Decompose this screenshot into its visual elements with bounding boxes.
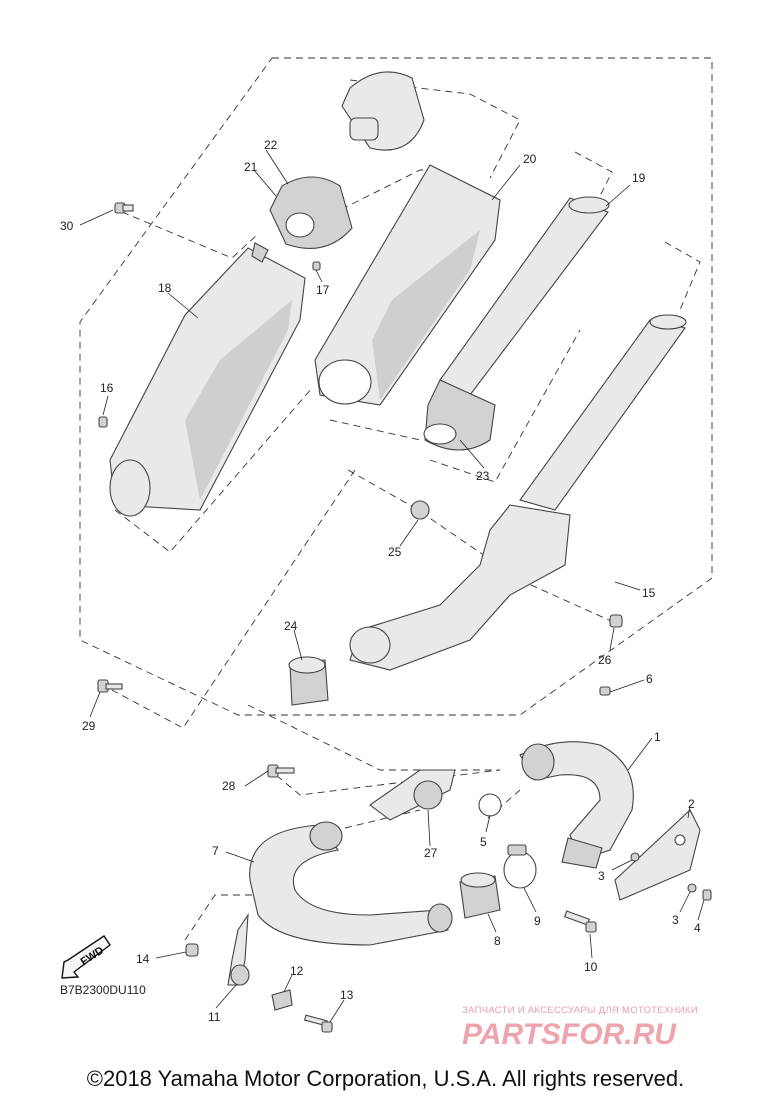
callout-17: 17 [316, 283, 330, 297]
clamp-9 [503, 844, 537, 889]
callout-30: 30 [60, 219, 74, 233]
sleeve-8 [459, 872, 501, 919]
copyright-notice: ©2018 Yamaha Motor Corporation, U.S.A. A… [86, 1066, 685, 1091]
header-pipe-1 [519, 741, 634, 869]
callout-15: 15 [642, 586, 656, 600]
forward-arrow-icon: FWD [61, 935, 111, 979]
callout-20: 20 [523, 152, 537, 166]
sleeve-23 [423, 379, 496, 451]
callout-25: 25 [388, 545, 402, 559]
gasket-25 [410, 500, 430, 520]
callout-11: 11 [208, 1010, 221, 1024]
callout-8: 8 [494, 934, 501, 948]
callout-23: 23 [476, 469, 490, 483]
callout-19: 19 [632, 171, 646, 185]
callout-2: 2 [688, 797, 695, 811]
callout-9: 9 [534, 914, 541, 928]
end-cap-21-22 [269, 176, 353, 249]
tail-cap [341, 71, 425, 151]
bolt-10 [563, 910, 597, 933]
bolt-30 [114, 202, 134, 214]
callout-5: 5 [480, 835, 487, 849]
callout-4: 4 [694, 921, 701, 935]
mid-pipe-15 [349, 314, 687, 671]
callout-28: 28 [222, 779, 236, 793]
muffler-cover-18 [109, 242, 306, 517]
callout-14: 14 [136, 952, 150, 966]
callout-29: 29 [82, 719, 96, 733]
callout-22: 22 [264, 138, 278, 152]
bolt-29 [97, 679, 123, 693]
callout-18: 18 [158, 281, 172, 295]
bolt-28 [267, 764, 295, 778]
callout-7: 7 [212, 844, 219, 858]
watermark-logo: PARTSFOR.RU [462, 1018, 677, 1051]
bolt-4 [702, 889, 712, 901]
leader-lines [79, 149, 705, 1023]
damper-3 [630, 852, 697, 893]
callout-1: 1 [654, 730, 661, 744]
callout-13: 13 [340, 988, 354, 1002]
bracket-2 [614, 809, 701, 901]
bracket-27 [369, 769, 456, 821]
watermark-logo-text: PARTSFOR.RU [462, 1018, 677, 1051]
gasket-5 [478, 793, 502, 817]
callout-10: 10 [584, 960, 598, 974]
callout-24: 24 [284, 619, 298, 633]
screw-16 [98, 416, 108, 428]
inner-pipe-19 [439, 196, 610, 396]
watermark-tagline: ЗАПЧАСТИ И АКСЕССУАРЫ ДЛЯ МОТОТЕХНИКИ [462, 1005, 698, 1016]
header-pipe-7 [249, 821, 453, 946]
callout-12: 12 [290, 964, 304, 978]
sleeve-24 [288, 656, 329, 706]
bolt-13 [303, 1014, 333, 1033]
callout-27: 27 [424, 846, 438, 860]
collar-12 [271, 989, 293, 1011]
callout-6: 6 [646, 672, 653, 686]
bracket-11 [227, 912, 250, 986]
callout-21: 21 [244, 160, 258, 174]
bolt-14 [185, 943, 199, 957]
silencer-body-20 [314, 164, 501, 406]
nut-6 [599, 686, 611, 696]
callout-26: 26 [598, 653, 612, 667]
diagram-code: B7B2300DU110 [60, 983, 146, 997]
screw-17 [312, 261, 321, 271]
callout-3: 3 [672, 913, 679, 927]
callout-numbers: 1 2 3 3 4 5 6 7 8 9 10 11 12 13 14 15 16… [60, 138, 701, 1024]
nut-26 [609, 614, 623, 628]
callout-16: 16 [100, 381, 114, 395]
assembly-outline [79, 57, 713, 941]
callout-3: 3 [598, 869, 605, 883]
